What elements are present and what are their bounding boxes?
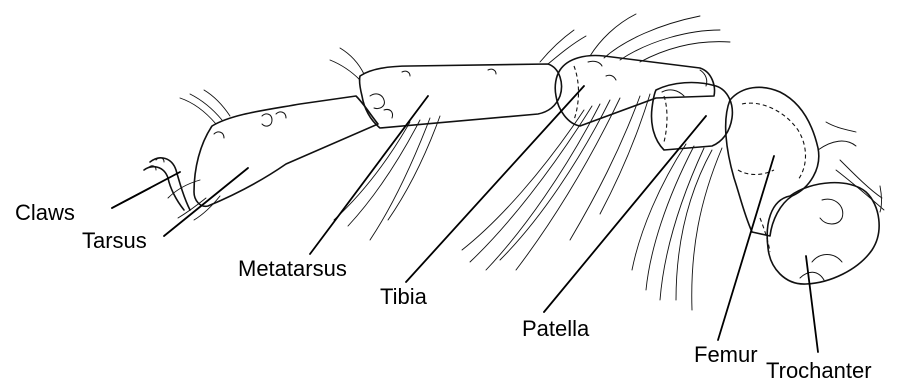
label-patella: Patella xyxy=(522,316,590,341)
label-tarsus: Tarsus xyxy=(82,228,147,253)
leader-tibia xyxy=(406,86,584,282)
leader-metatarsus xyxy=(310,96,428,254)
label-tibia: Tibia xyxy=(380,284,428,309)
leader-femur xyxy=(718,156,774,340)
leader-tarsus xyxy=(164,168,248,236)
label-trochanter: Trochanter xyxy=(766,358,872,383)
leader-claws-2 xyxy=(112,172,180,208)
label-claws: Claws xyxy=(15,200,75,225)
label-femur: Femur xyxy=(694,342,758,367)
leader-patella xyxy=(544,116,706,312)
label-metatarsus: Metatarsus xyxy=(238,256,347,281)
metatarsus-segment xyxy=(360,64,562,128)
patella-segment xyxy=(652,83,733,150)
leader-lines xyxy=(112,86,818,352)
trochanter-segment xyxy=(767,183,879,284)
leader-trochanter xyxy=(806,256,818,352)
